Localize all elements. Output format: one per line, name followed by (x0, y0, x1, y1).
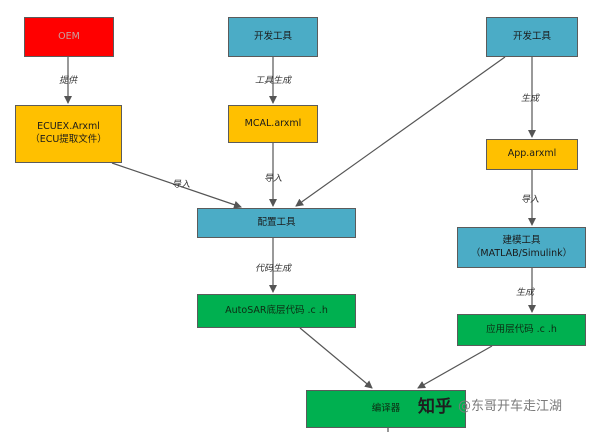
oem-label: OEM (58, 30, 80, 42)
ecuex-subtitle: （ECU提取文件） (30, 134, 107, 145)
autosar-code-node: AutoSAR底层代码 .c .h (197, 294, 356, 328)
edge-devtool2-to-config (295, 56, 506, 207)
edge-ecuex-to-config (111, 162, 242, 209)
ecuex-title: ECUEX.Arxml (37, 121, 100, 133)
mcal-label: MCAL.arxml (244, 117, 302, 129)
edge-label-import-mid: 导入 (264, 174, 283, 184)
watermark: 知乎 @东哥开车走江湖 (418, 392, 562, 417)
devtool-label-1: 开发工具 (253, 30, 292, 42)
watermark-handle: @东哥开车走江湖 (458, 399, 563, 414)
compiler-label: 编译器 (371, 402, 401, 414)
config-tool-label: 配置工具 (257, 216, 296, 228)
config-tool-node: 配置工具 (197, 208, 356, 238)
edge-autosar-to-compiler (299, 327, 373, 389)
devtool-node-1: 开发工具 (228, 17, 318, 57)
mcal-node: MCAL.arxml (228, 105, 318, 143)
edge-label-generate-2: 生成 (516, 288, 535, 298)
app-arxml-node: App.arxml (486, 139, 578, 170)
model-tool-title: 建模工具 (502, 234, 541, 246)
devtool-label-2: 开发工具 (512, 30, 551, 42)
edge-appcode-to-compiler (417, 345, 493, 389)
edge-label-tool-gen: 工具生成 (255, 76, 292, 86)
oem-node: OEM (24, 17, 114, 57)
edge-label-code-gen: 代码生成 (255, 264, 292, 274)
edge-label-import-left: 导入 (172, 180, 191, 190)
devtool-node-2: 开发工具 (486, 17, 578, 57)
edge-label-provide: 提供 (59, 76, 78, 86)
edge-label-import-right: 导入 (521, 195, 540, 205)
app-code-node: 应用层代码 .c .h (457, 314, 586, 346)
app-code-label: 应用层代码 .c .h (486, 323, 557, 335)
compiler-node: 编译器 (306, 390, 466, 428)
model-tool-subtitle: （MATLAB/Simulink） (470, 247, 573, 259)
app-arxml-label: App.arxml (507, 148, 557, 160)
model-tool-node: 建模工具 （MATLAB/Simulink） (457, 227, 586, 268)
ecuex-node: ECUEX.Arxml （ECU提取文件） (15, 105, 122, 163)
zhihu-logo: 知乎 (418, 397, 452, 417)
autosar-code-label: AutoSAR底层代码 .c .h (225, 304, 328, 316)
edge-label-generate: 生成 (521, 94, 540, 104)
